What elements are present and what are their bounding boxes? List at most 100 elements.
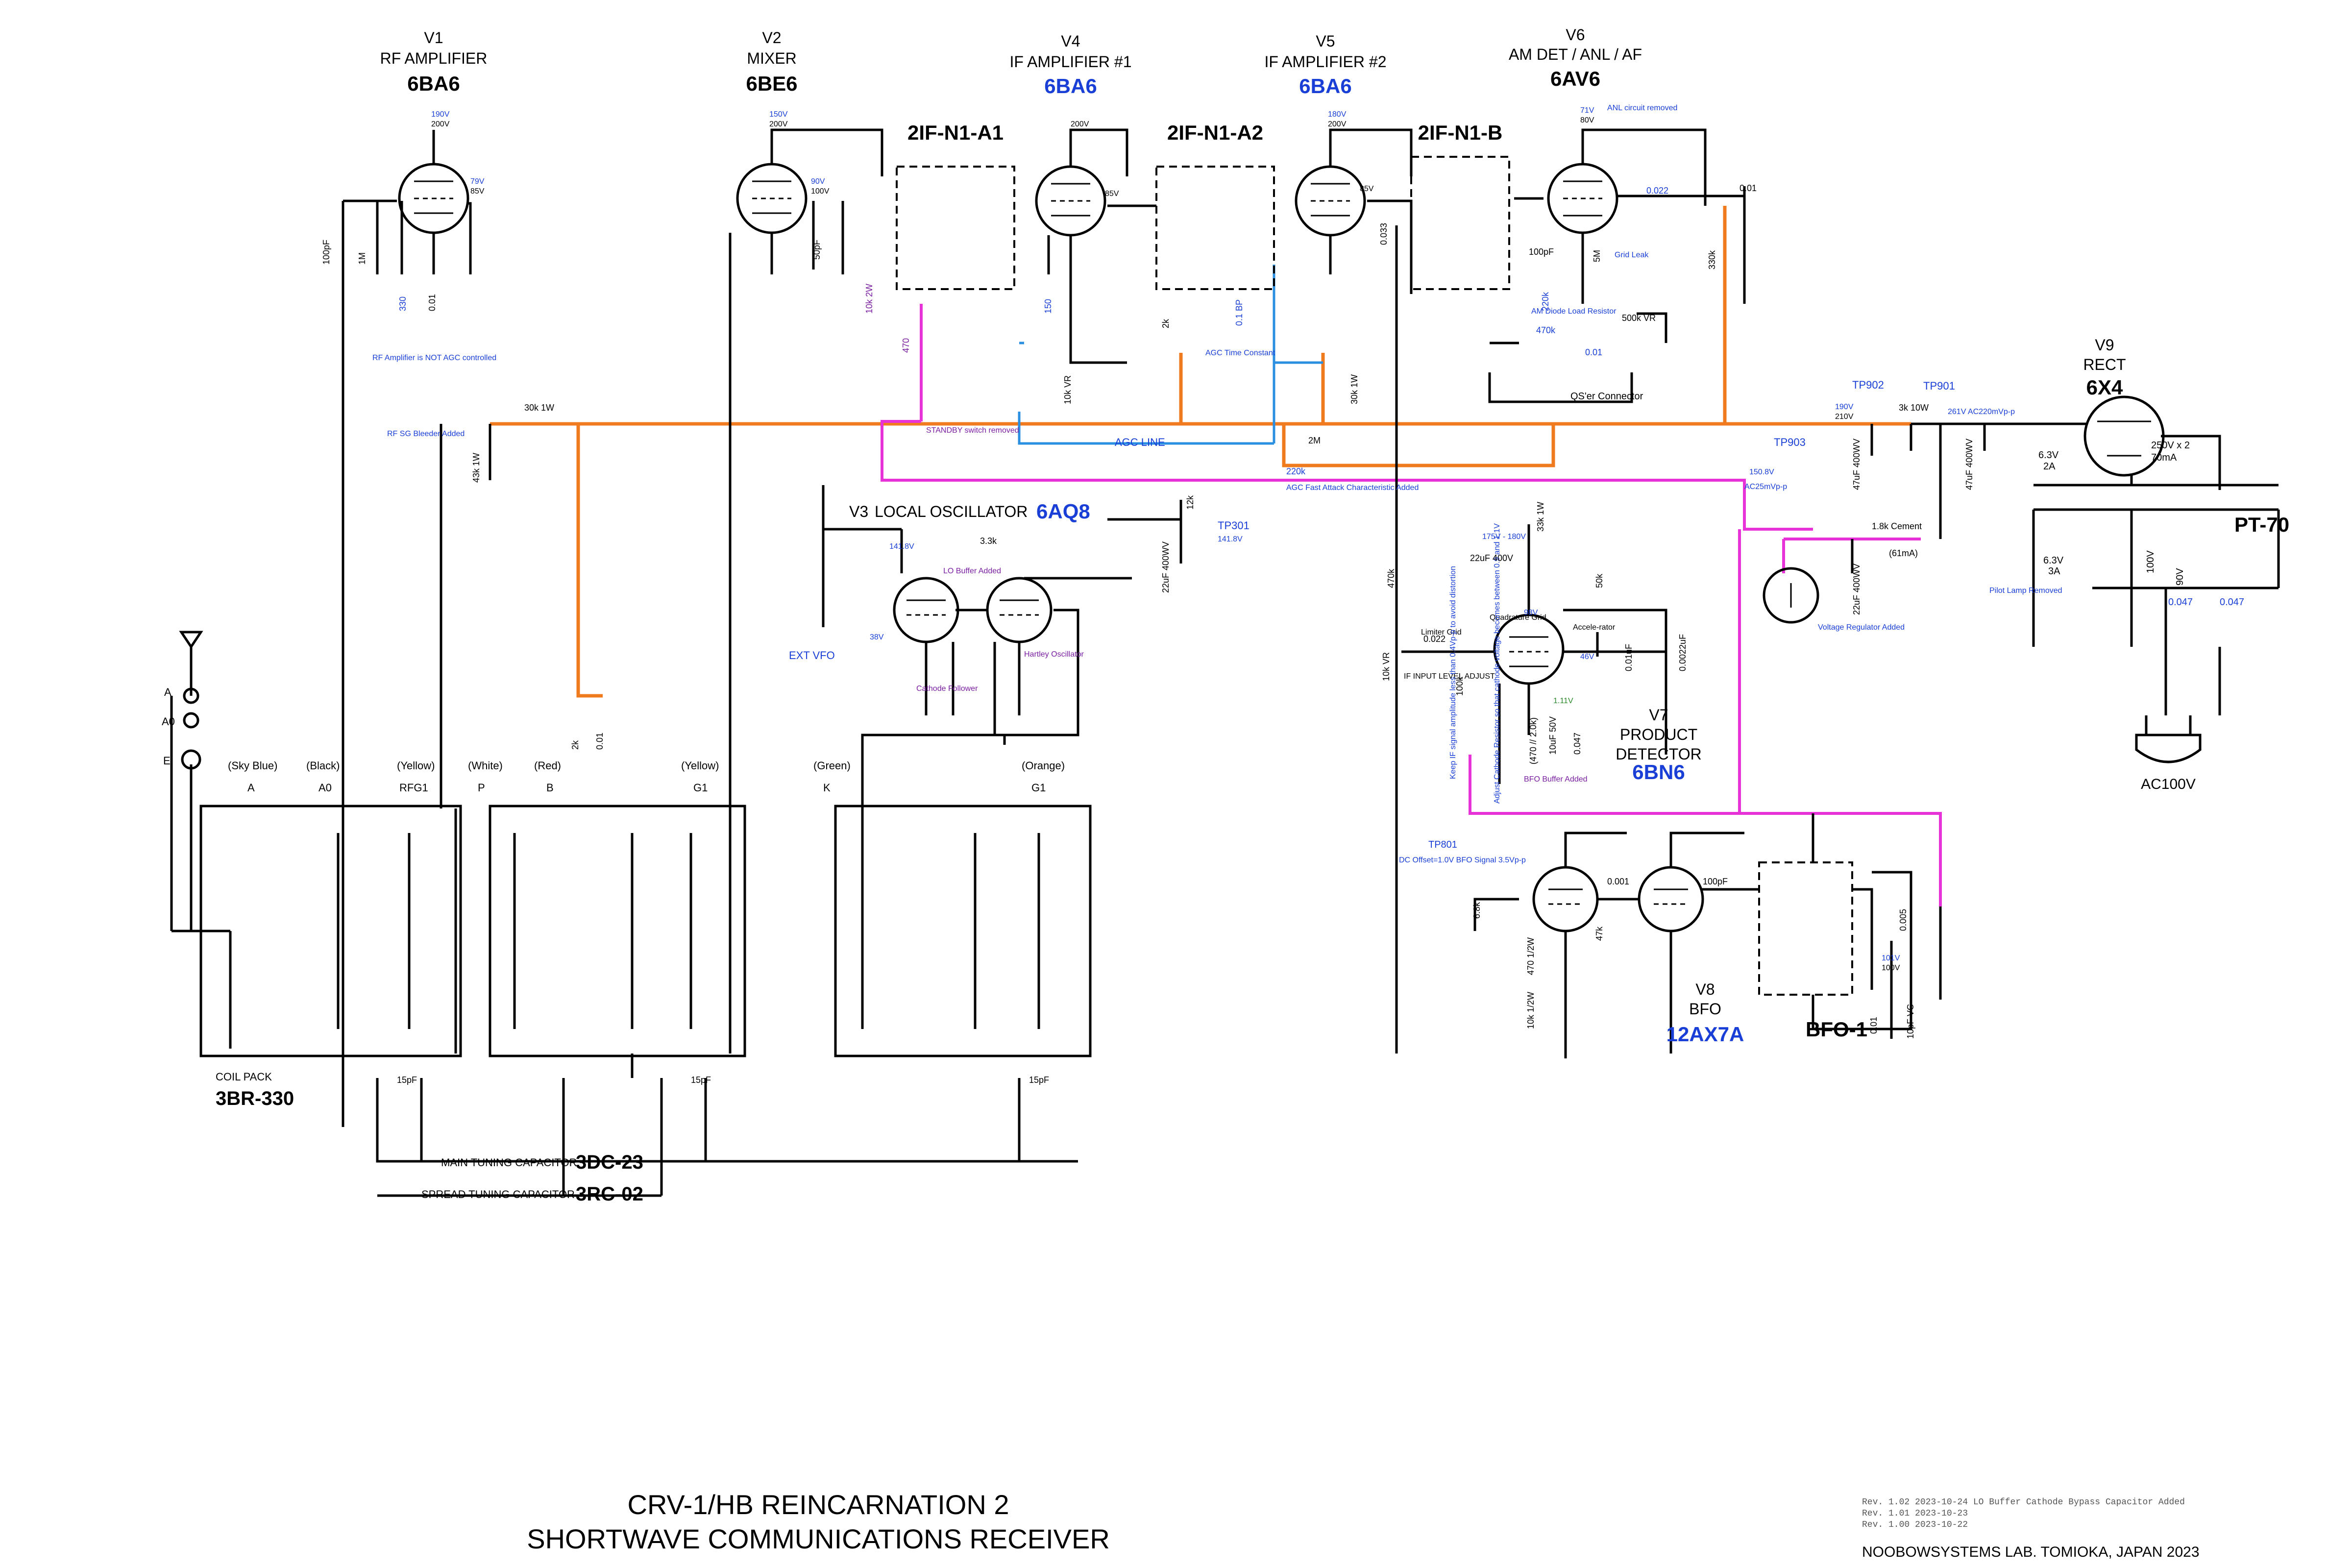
pt-63b-i: 3A xyxy=(2048,566,2060,577)
tp902: TP902 xyxy=(1852,379,1884,391)
note-agc-line: AGC LINE xyxy=(1115,436,1165,448)
v1-ref: V1 xyxy=(424,29,443,47)
terminal-color-5: (Red) xyxy=(534,760,561,772)
c-15pf-3: 15pF xyxy=(1029,1075,1049,1085)
note-voltage-reg: Voltage Regulator Added xyxy=(1818,623,1905,632)
v7-ref: V7 xyxy=(1649,706,1668,724)
tube-v1-symbol xyxy=(398,163,469,234)
v8-pl-v2: 100V xyxy=(1882,964,1900,972)
terminal-color-7: (Green) xyxy=(813,760,851,772)
note-cathode-follower-v3: Cathode Follower xyxy=(916,685,978,693)
r-470-2: (470 // 2.0k) xyxy=(1528,717,1538,764)
v5-sg-v: 85V xyxy=(1360,185,1374,193)
pt-hv: 250V x 2 xyxy=(2151,440,2190,451)
antenna-terminal-labels: A A0 E xyxy=(162,686,175,767)
ac-label: AC100V xyxy=(2141,776,2196,792)
power-transformer-name: PT-70 xyxy=(2234,513,2289,536)
tp903-ac: AC25mVp-p xyxy=(1744,483,1787,491)
c-10uf: 10uF 50V xyxy=(1548,716,1558,755)
note-quad-grid: Quadrature Grid xyxy=(1490,613,1546,622)
r-18k: 1.8k Cement xyxy=(1872,521,1922,531)
revision-1: Rev. 1.02 2023-10-24 LO Buffer Cathode B… xyxy=(1862,1497,2185,1507)
note-pilot: Pilot Lamp Removed xyxy=(1989,587,2062,595)
c-0033: 0.033 xyxy=(1379,223,1389,245)
v8-pl-v: 101V xyxy=(1882,954,1900,962)
terminal-pin-8: G1 xyxy=(1031,782,1046,794)
v1-type: 6BA6 xyxy=(407,72,460,95)
tp901-v: 261V AC220mVp-p xyxy=(1948,408,2015,416)
v3-type: 6AQ8 xyxy=(1036,500,1090,523)
terminal-pin-4: P xyxy=(478,782,485,794)
c-100pf2: 100pF xyxy=(1529,247,1554,257)
note-keep-if: Keep IF signal amplitude less than 0.4Vp… xyxy=(1449,566,1457,779)
tube-v7-symbol xyxy=(1493,613,1565,685)
terminal-pin-5: B xyxy=(546,782,554,794)
v8-role: BFO xyxy=(1689,1000,1721,1018)
note-rf-agc: RF Amplifier is NOT AGC controlled xyxy=(372,354,496,362)
c-15pf: 15pF xyxy=(397,1075,417,1085)
note-grid-leak: Grid Leak xyxy=(1615,251,1649,259)
ac-plug-symbol xyxy=(2135,715,2202,763)
v5-ref: V5 xyxy=(1316,32,1335,50)
power-supply-labels: 250V x 2 70mA 6.3V 2A 6.3V 3A 100V 90V 0… xyxy=(2038,440,2244,792)
note-standby: STANDBY switch removed xyxy=(926,426,1019,435)
c-047b: 0.047 xyxy=(2168,597,2193,608)
r-47k: 47k xyxy=(1594,926,1604,941)
note-hartley-v3: Hartley Oscillator xyxy=(1024,650,1084,659)
coil-pack-frame-2 xyxy=(489,805,746,1057)
c-50pf: 50pF xyxy=(812,240,822,260)
r-2k: 2k xyxy=(1161,318,1171,328)
ant-a: A xyxy=(164,686,172,698)
tube-v4-symbol xyxy=(1035,165,1106,237)
tp903: TP903 xyxy=(1774,436,1806,448)
v6-plate-v2: 80V xyxy=(1580,116,1594,124)
v2-ref: V2 xyxy=(762,29,781,47)
v2-sg-v2: 100V xyxy=(811,187,830,196)
v1-plate-v2: 200V xyxy=(431,120,450,128)
component-values: 100pF 1M 330 0.01 30k 1W 43k 1W 50pF 10k… xyxy=(321,183,1974,1085)
v4-role: IF AMPLIFIER #1 xyxy=(1010,53,1132,71)
bfo-coil-name: BFO-1 xyxy=(1806,1018,1867,1041)
r-30k: 30k 1W xyxy=(524,403,554,413)
v1-plate-v: 190V xyxy=(431,110,450,119)
v7-sg-v: 98V xyxy=(1524,609,1538,617)
terminal-color-6: (Yellow) xyxy=(681,760,719,772)
title-line-1: CRV-1/HB REINCARNATION 2 xyxy=(628,1489,1009,1520)
tube-v6-symbol xyxy=(1547,163,1618,234)
if-b-label: 2IF-N1-B xyxy=(1418,121,1503,144)
spread-tuning-label: SPREAD TUNING CAPACITOR xyxy=(421,1188,575,1200)
tp801-label: TP801 xyxy=(1428,839,1457,850)
v5-plate-v2: 200V xyxy=(1328,120,1347,128)
tube-v2-symbol xyxy=(736,163,808,234)
c-10pf: 10pF VC xyxy=(1906,1004,1915,1039)
c-100pf: 100pF xyxy=(321,240,331,265)
v1-sg-v2: 85V xyxy=(470,187,485,196)
v1-sg-v: 79V xyxy=(470,177,485,186)
tp301-v: 141.8V xyxy=(1218,535,1243,543)
c-100pf3: 100pF xyxy=(1703,877,1728,886)
terminal-pin-6: G1 xyxy=(693,782,708,794)
pt-ma: 70mA xyxy=(2151,452,2177,463)
v4-ref: V4 xyxy=(1061,32,1080,50)
r-18k-i: (61mA) xyxy=(1889,548,1918,558)
terminal-labels: (Sky Blue) A (Black) A0 (Yellow) RFG1 (W… xyxy=(228,760,1065,794)
note-qser: QS'er Connector xyxy=(1570,391,1643,402)
r-10k-b: 10k 1/2W xyxy=(1526,992,1536,1029)
terminal-color-8: (Orange) xyxy=(1022,760,1065,772)
r-30k1w: 30k 1W xyxy=(1349,374,1359,404)
c-22uf: 22uF 400WV xyxy=(1852,564,1862,615)
credit: NOOBOWSYSTEMS LAB. TOMIOKA, JAPAN 2023 xyxy=(1862,1544,2200,1560)
pt-100v: 100V xyxy=(2145,550,2156,573)
v2-plate-v: 150V xyxy=(769,110,788,119)
v4-plate-v: 200V xyxy=(1071,120,1089,128)
note-rf-sg: RF SG Bleeder Added xyxy=(387,430,465,438)
r-220k: 220k xyxy=(1286,466,1306,476)
r-43k: 43k 1W xyxy=(471,453,481,483)
if-a2-label: 2IF-N1-A2 xyxy=(1167,121,1263,144)
c-001b: 0.01 xyxy=(595,733,605,750)
c-0013: 0.01 xyxy=(1740,183,1757,193)
v2-plate-v2: 200V xyxy=(769,120,788,128)
v1-role: RF AMPLIFIER xyxy=(380,49,488,67)
r-470k2: 470k xyxy=(1386,568,1396,588)
